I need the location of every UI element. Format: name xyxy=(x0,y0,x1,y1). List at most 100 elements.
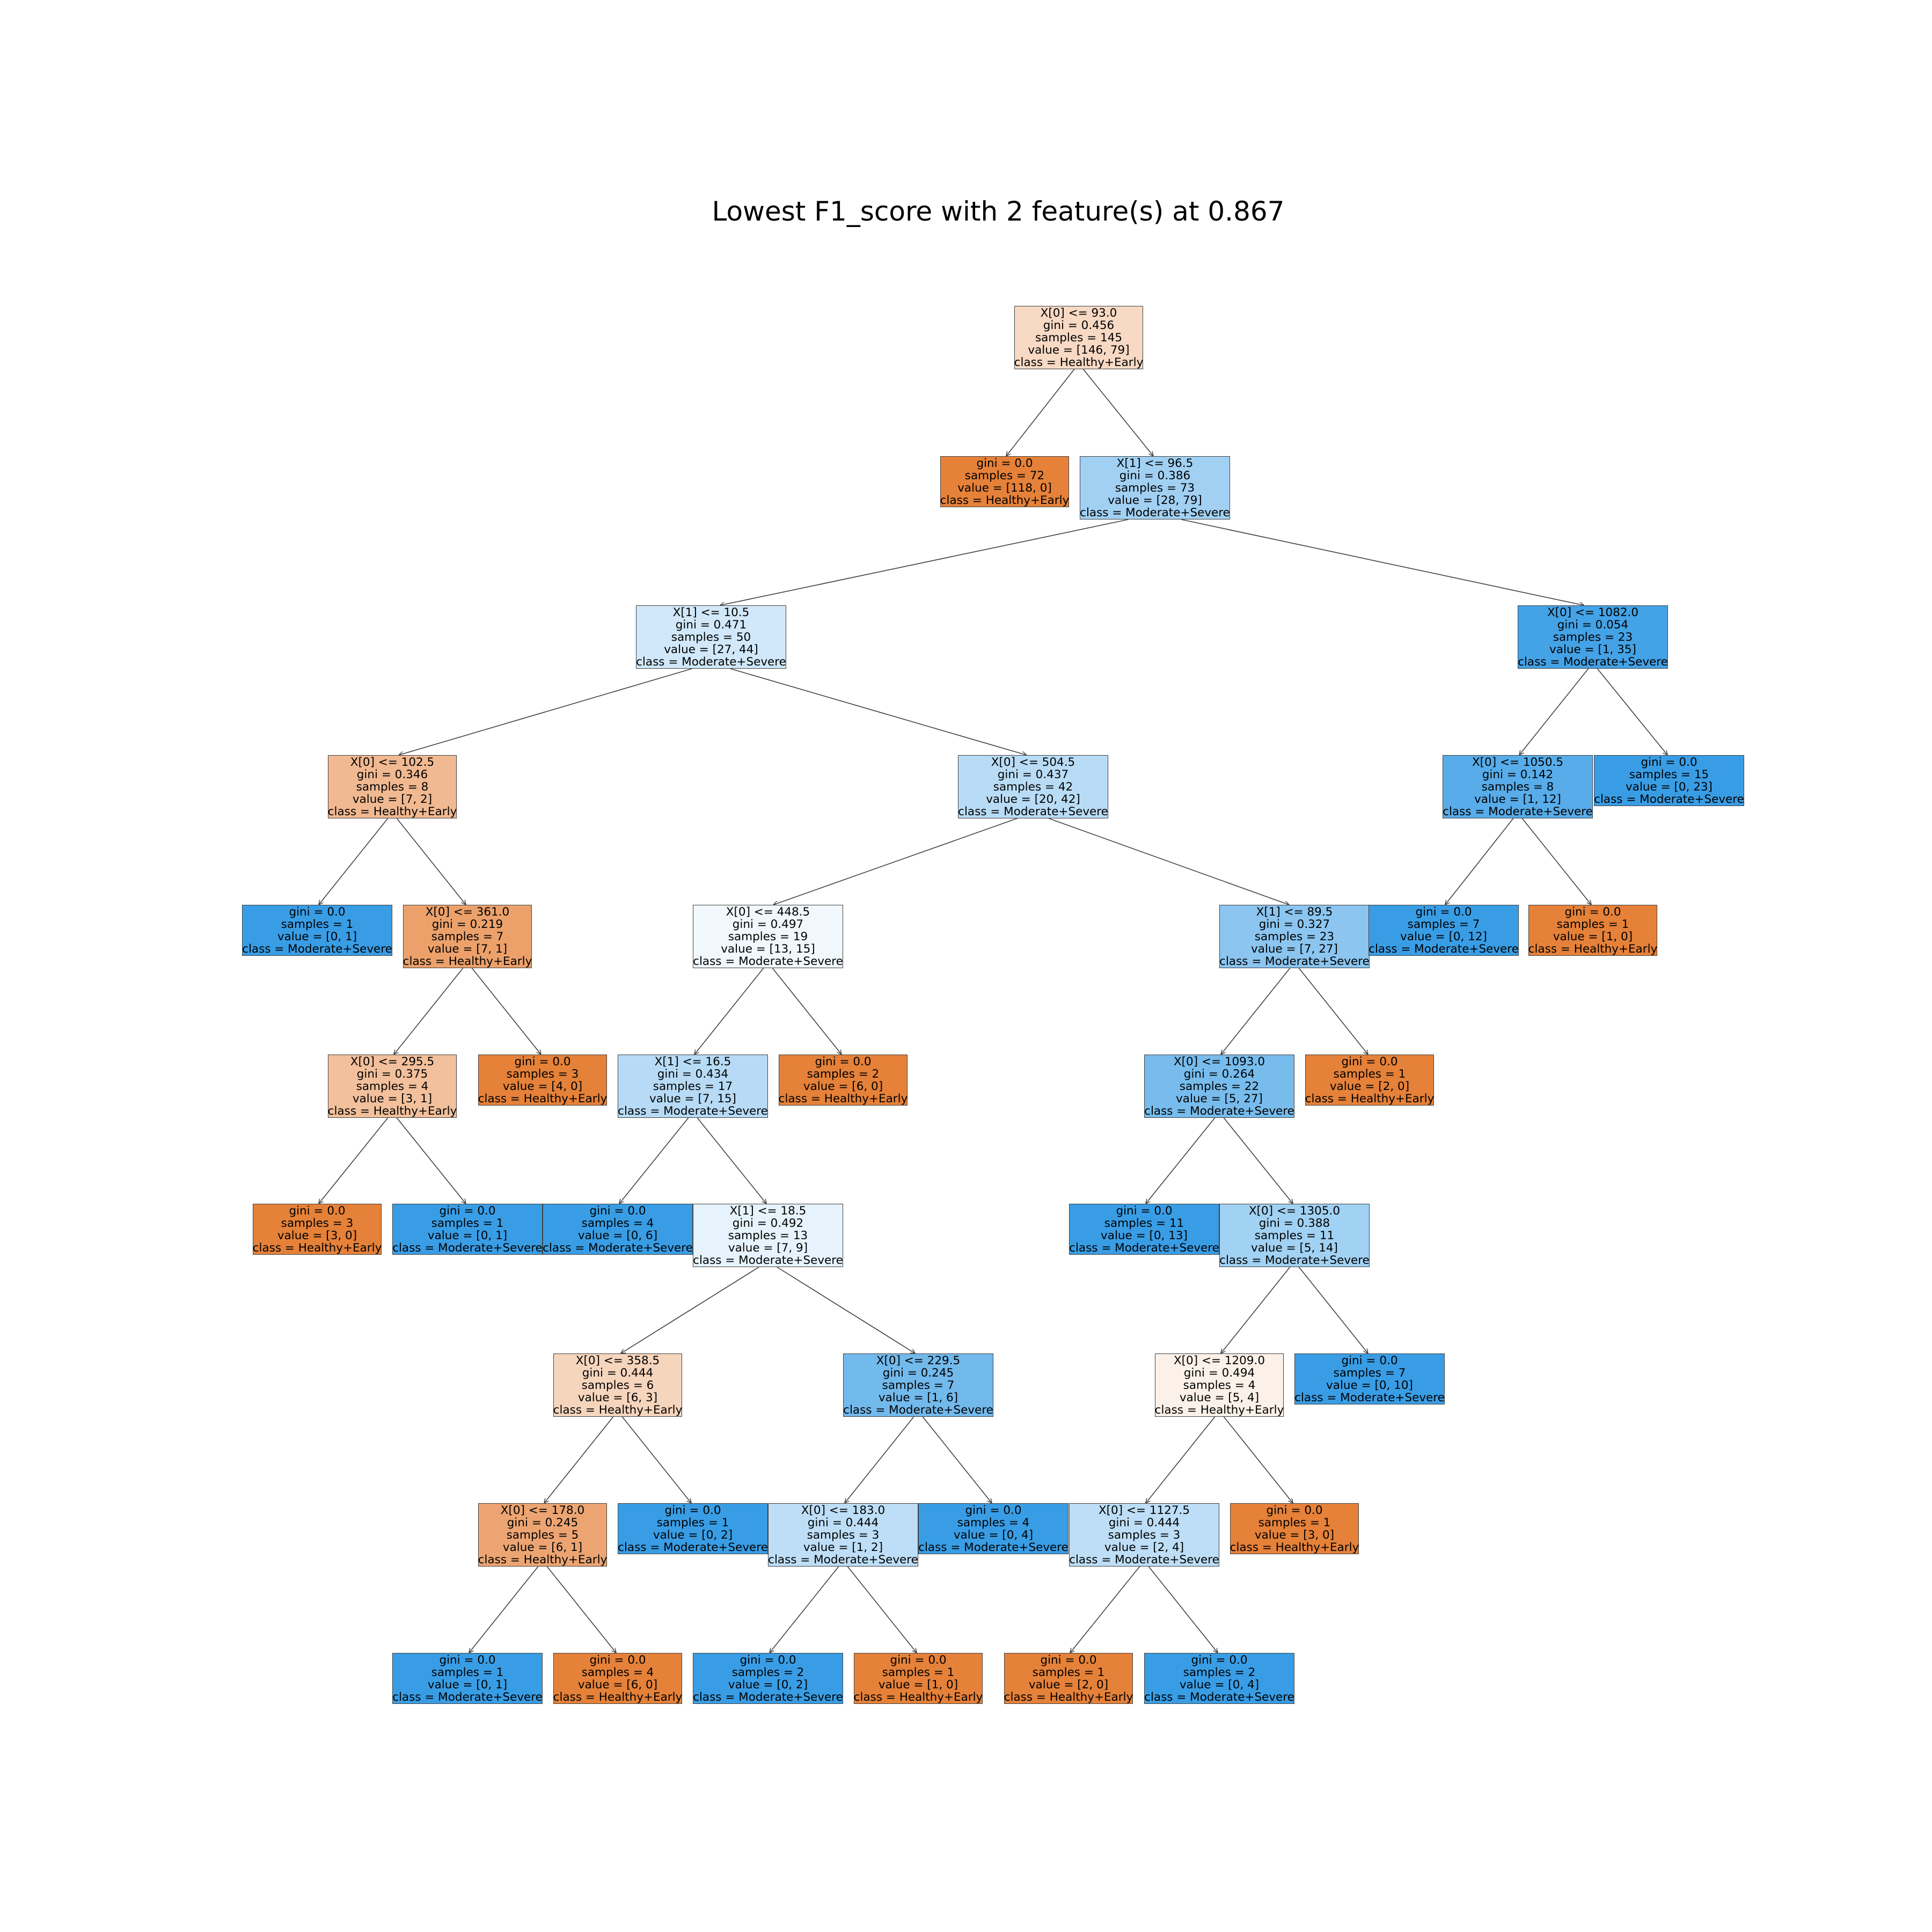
node-text-line: gini = 0.0 xyxy=(439,1204,496,1218)
node-text-line: value = [0, 4] xyxy=(953,1528,1034,1542)
node-text-line: gini = 0.054 xyxy=(1557,618,1629,632)
node-text-line: samples = 3 xyxy=(281,1216,354,1230)
node-text-line: gini = 0.0 xyxy=(1415,905,1472,919)
node-text-line: gini = 0.497 xyxy=(732,917,804,931)
node-text-line: value = [0, 1] xyxy=(427,1678,508,1692)
node-text-line: X[0] <= 102.5 xyxy=(350,755,435,769)
tree-edge xyxy=(1181,519,1584,605)
tree-edge xyxy=(621,1267,759,1353)
node-text-line: class = Moderate+Severe xyxy=(1069,1553,1219,1567)
node-text-line: gini = 0.264 xyxy=(1183,1067,1255,1081)
node-text-line: gini = 0.0 xyxy=(976,456,1033,470)
node-text-line: value = [1, 2] xyxy=(803,1540,883,1554)
node-text-line: gini = 0.375 xyxy=(356,1067,428,1081)
node-text-line: samples = 1 xyxy=(281,917,354,931)
node-text-line: class = Healthy+Early xyxy=(327,804,457,818)
tree-edge xyxy=(546,1566,616,1653)
node-text-line: gini = 0.0 xyxy=(589,1653,646,1667)
node-text-line: class = Moderate+Severe xyxy=(1294,1391,1445,1404)
node-text-line: value = [27, 44] xyxy=(664,642,758,656)
tree-edge xyxy=(694,968,764,1055)
node-text-line: class = Healthy+Early xyxy=(1230,1540,1359,1554)
node-text-line: gini = 0.0 xyxy=(1564,905,1621,919)
node-text-line: gini = 0.434 xyxy=(657,1067,729,1081)
node-text-line: class = Moderate+Severe xyxy=(768,1553,918,1567)
node-text-line: samples = 73 xyxy=(1115,481,1195,495)
node-text-line: X[0] <= 1209.0 xyxy=(1173,1353,1265,1367)
node-text-line: class = Moderate+Severe xyxy=(1069,1241,1219,1255)
node-text-line: X[1] <= 16.5 xyxy=(654,1055,731,1069)
node-text-line: class = Moderate+Severe xyxy=(392,1690,543,1704)
node-text-line: value = [5, 14] xyxy=(1251,1241,1338,1255)
node-text-line: samples = 23 xyxy=(1254,930,1335,943)
tree-edge xyxy=(621,1416,691,1503)
node-text-line: samples = 1 xyxy=(656,1516,729,1529)
node-text-line: X[0] <= 295.5 xyxy=(350,1055,435,1069)
node-text-line: X[0] <= 229.5 xyxy=(876,1353,961,1367)
tree-edge xyxy=(319,818,389,905)
node-text-line: class = Moderate+Severe xyxy=(918,1540,1069,1554)
node-text-line: class = Moderate+Severe xyxy=(1443,804,1593,818)
node-text-line: gini = 0.386 xyxy=(1119,469,1191,482)
node-text-line: samples = 1 xyxy=(1556,917,1629,931)
node-text-line: gini = 0.0 xyxy=(1040,1653,1097,1667)
node-text-line: samples = 7 xyxy=(1333,1366,1406,1380)
node-text-line: gini = 0.0 xyxy=(1191,1653,1248,1667)
node-text-line: samples = 2 xyxy=(1183,1665,1256,1679)
tree-edge xyxy=(394,968,464,1055)
node-text-line: X[1] <= 18.5 xyxy=(729,1204,807,1218)
node-text-line: gini = 0.494 xyxy=(1183,1366,1255,1380)
node-text-line: samples = 1 xyxy=(431,1216,504,1230)
node-text-line: samples = 7 xyxy=(882,1378,955,1392)
node-text-line: gini = 0.0 xyxy=(740,1653,796,1667)
node-text-line: X[0] <= 178.0 xyxy=(500,1503,585,1517)
node-text-line: gini = 0.0 xyxy=(965,1503,1022,1517)
node-text-line: gini = 0.142 xyxy=(1482,767,1554,781)
node-text-line: class = Healthy+Early xyxy=(940,493,1070,507)
node-text-line: value = [6, 0] xyxy=(803,1079,883,1093)
node-text-line: class = Moderate+Severe xyxy=(693,954,843,968)
node-text-line: value = [3, 0] xyxy=(1254,1528,1335,1542)
node-text-line: samples = 1 xyxy=(1258,1516,1331,1529)
node-text-line: samples = 2 xyxy=(807,1067,880,1081)
node-text-line: X[0] <= 1127.5 xyxy=(1098,1503,1190,1517)
node-text-line: value = [1, 0] xyxy=(1553,930,1633,943)
node-text-line: samples = 5 xyxy=(506,1528,579,1542)
node-text-line: class = Moderate+Severe xyxy=(543,1241,693,1255)
node-text-line: value = [6, 0] xyxy=(577,1678,658,1692)
node-text-line: X[0] <= 448.5 xyxy=(726,905,810,919)
tree-edge xyxy=(1445,818,1514,905)
node-text-line: samples = 6 xyxy=(581,1378,654,1392)
node-text-line: gini = 0.456 xyxy=(1043,318,1115,332)
figure-title: Lowest F1_score with 2 feature(s) at 0.8… xyxy=(712,196,1285,227)
tree-edge xyxy=(1048,818,1289,905)
node-text-line: samples = 3 xyxy=(1108,1528,1181,1542)
node-text-line: value = [13, 15] xyxy=(721,942,815,956)
node-text-line: gini = 0.444 xyxy=(807,1516,879,1529)
node-text-line: value = [0, 10] xyxy=(1326,1378,1413,1392)
node-text-line: class = Moderate+Severe xyxy=(1368,942,1519,956)
node-text-line: class = Healthy+Early xyxy=(1154,1403,1284,1417)
node-text-line: gini = 0.0 xyxy=(1266,1503,1323,1517)
tree-edge xyxy=(922,1416,992,1503)
node-text-line: gini = 0.0 xyxy=(815,1055,872,1069)
node-text-line: gini = 0.388 xyxy=(1258,1216,1330,1230)
node-text-line: value = [3, 0] xyxy=(277,1228,357,1242)
node-text-line: class = Moderate+Severe xyxy=(1144,1104,1294,1118)
node-text-line: value = [7, 2] xyxy=(352,792,433,806)
node-text-line: gini = 0.219 xyxy=(431,917,503,931)
tree-edge xyxy=(1223,1117,1293,1204)
